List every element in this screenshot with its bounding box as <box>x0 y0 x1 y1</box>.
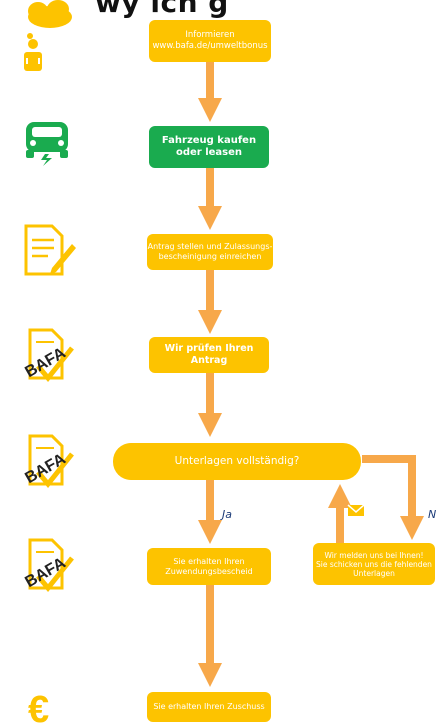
svg-text:€: € <box>28 689 49 727</box>
bafa-document-icon: BAFA <box>22 328 74 382</box>
step-inform-url: www.bafa.de/umweltbonus <box>152 41 268 51</box>
person-thinking-icon <box>24 0 72 71</box>
bafa-document-icon: BAFA <box>22 434 74 488</box>
branch-label-no: N <box>428 508 436 521</box>
step-missing-documents: Wir melden uns bei Ihnen! Sie schicken u… <box>313 543 435 585</box>
page-title: wy ich g <box>95 0 229 19</box>
step-inform: Informieren www.bafa.de/umweltbonus <box>149 20 271 62</box>
step-funding-notice: Sie erhalten Ihren Zuwendungsbescheid <box>147 548 271 585</box>
icon-column: BAFA BAFA BAFA € <box>22 0 76 727</box>
bafa-document-icon: BAFA <box>22 538 74 592</box>
arrow-check-to-missing <box>362 455 424 540</box>
document-pen-icon <box>24 224 76 276</box>
branch-label-yes: Ja <box>222 508 232 521</box>
step-inform-title: Informieren <box>185 30 235 41</box>
step-submit-application: Antrag stellen und Zulassungs- bescheini… <box>147 234 273 270</box>
step-documents-complete: Unterlagen vollständig? <box>113 443 361 480</box>
electric-car-icon <box>26 122 68 166</box>
step-review: Wir prüfen Ihren Antrag <box>149 337 269 373</box>
step-buy-vehicle: Fahrzeug kaufen oder leasen <box>149 126 269 168</box>
euro-icon: € <box>28 689 49 727</box>
step-receive-grant: Sie erhalten Ihren Zuschuss <box>147 692 271 722</box>
